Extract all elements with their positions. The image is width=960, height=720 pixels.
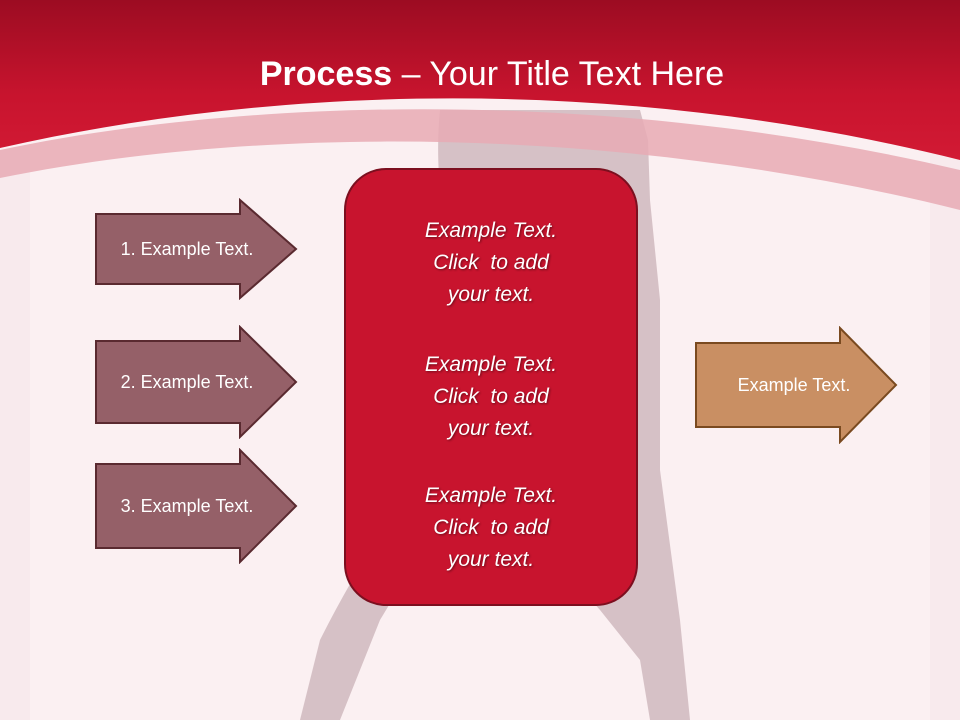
- input-arrow-label: 3. Example Text.: [120, 495, 254, 516]
- paragraph-line: your text.: [447, 283, 535, 306]
- paragraph-line: your text.: [447, 417, 535, 440]
- paragraph-line: Click to add: [433, 385, 549, 408]
- arrow-shape: [695, 326, 898, 444]
- arrow-shape: [95, 325, 298, 439]
- center-paragraph-1: Example Text. Click to add your text.: [346, 215, 636, 311]
- paragraph-line: Example Text.: [424, 353, 558, 376]
- output-arrow-label: Example Text.: [737, 374, 851, 395]
- arrow-shape: [95, 198, 298, 300]
- center-paragraph-3: Example Text. Click to add your text.: [346, 480, 636, 576]
- output-arrow[interactable]: Example Text.: [694, 326, 900, 444]
- arrow-shape: [95, 448, 298, 564]
- input-arrow-1[interactable]: 1. Example Text.: [94, 198, 300, 300]
- input-arrow-3[interactable]: 3. Example Text.: [94, 448, 300, 564]
- title-bold: Process: [259, 55, 393, 93]
- input-arrow-label: 2. Example Text.: [120, 371, 254, 392]
- left-streak: [0, 150, 30, 720]
- center-paragraph-2: Example Text. Click to add your text.: [346, 349, 636, 445]
- title-rest: – Your Title Text Here: [392, 55, 725, 93]
- input-arrow-label: 1. Example Text.: [120, 238, 254, 259]
- paragraph-line: Click to add: [433, 516, 549, 539]
- right-streak: [930, 150, 960, 720]
- paragraph-line: your text.: [447, 548, 535, 571]
- paragraph-line: Click to add: [433, 251, 549, 274]
- center-process-box[interactable]: Example Text. Click to add your text. Ex…: [344, 168, 638, 606]
- header-swoosh: [0, 109, 960, 210]
- paragraph-line: Example Text.: [424, 484, 558, 507]
- slide-title: Process – Your Title Text Here: [0, 52, 960, 96]
- input-arrow-2[interactable]: 2. Example Text.: [94, 325, 300, 439]
- paragraph-line: Example Text.: [424, 219, 558, 242]
- header-band: [0, 0, 960, 160]
